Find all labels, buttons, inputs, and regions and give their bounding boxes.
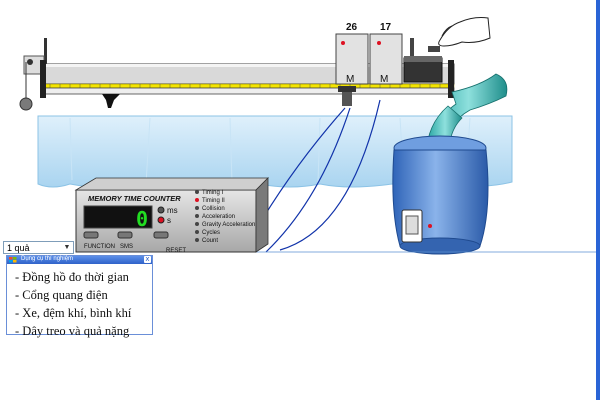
mode-collision[interactable]: Collision — [202, 206, 225, 212]
reset-label: RESET — [166, 248, 186, 254]
mode-cycles[interactable]: Cycles — [202, 230, 220, 236]
unit-ms: ms — [167, 206, 178, 215]
mode-timing-2[interactable]: Timing II — [202, 198, 225, 204]
memory-time-counter[interactable]: MEMORY TIME COUNTER 0 ms s FUNCTION SMS … — [74, 177, 269, 254]
list-item: - Đồng hồ đo thời gian — [15, 270, 129, 284]
mode-timing-1[interactable]: Timing I — [202, 190, 223, 196]
air-pump[interactable] — [392, 135, 489, 255]
window-frame-right — [596, 0, 600, 400]
weight-select[interactable]: 1 quả ▼ — [3, 241, 74, 254]
equipment-panel: Dụng cụ thí nghiệm x - Đồng hồ đo thời g… — [6, 255, 153, 338]
gate-left-label: 26 — [346, 22, 358, 33]
unit-s: s — [167, 216, 171, 225]
reset-button[interactable] — [153, 231, 169, 239]
cart[interactable] — [403, 38, 443, 83]
photogate-right[interactable]: 17 M — [369, 22, 403, 85]
mode-gravity-acceleration[interactable]: Gravity Acceleration — [202, 222, 255, 228]
mode-list[interactable]: Timing I Timing II Collision Acceleratio… — [195, 190, 255, 244]
svg-text:M: M — [346, 74, 354, 85]
equipment-panel-title: Dụng cụ thí nghiệm — [21, 256, 74, 262]
sms-label: SMS — [120, 244, 133, 250]
mode-acceleration[interactable]: Acceleration — [202, 214, 235, 220]
photogate-left[interactable]: 26 M — [335, 22, 369, 106]
gate-right-label: 17 — [380, 22, 392, 33]
hand-icon — [438, 17, 491, 47]
list-item: - Cổng quang điện — [15, 288, 108, 302]
equipment-panel-header[interactable]: Dụng cụ thí nghiệm x — [7, 256, 152, 264]
chevron-down-icon[interactable]: ▼ — [63, 244, 71, 251]
sms-button[interactable] — [117, 231, 133, 239]
svg-text:M: M — [380, 74, 388, 85]
window-icon — [9, 257, 17, 263]
list-item: - Dây treo và quả nặng — [15, 324, 130, 338]
weight-select-value: 1 quả — [7, 243, 30, 253]
function-label: FUNCTION — [84, 244, 115, 250]
counter-title: MEMORY TIME COUNTER — [88, 194, 181, 203]
list-item: - Xe, đệm khí, bình khí — [15, 306, 132, 320]
counter-display: 0 — [136, 207, 148, 231]
mode-count[interactable]: Count — [202, 238, 218, 244]
close-icon[interactable]: x — [144, 255, 151, 263]
function-button[interactable] — [83, 231, 99, 239]
equipment-list: - Đồng hồ đo thời gian - Cổng quang điện… — [7, 264, 152, 340]
